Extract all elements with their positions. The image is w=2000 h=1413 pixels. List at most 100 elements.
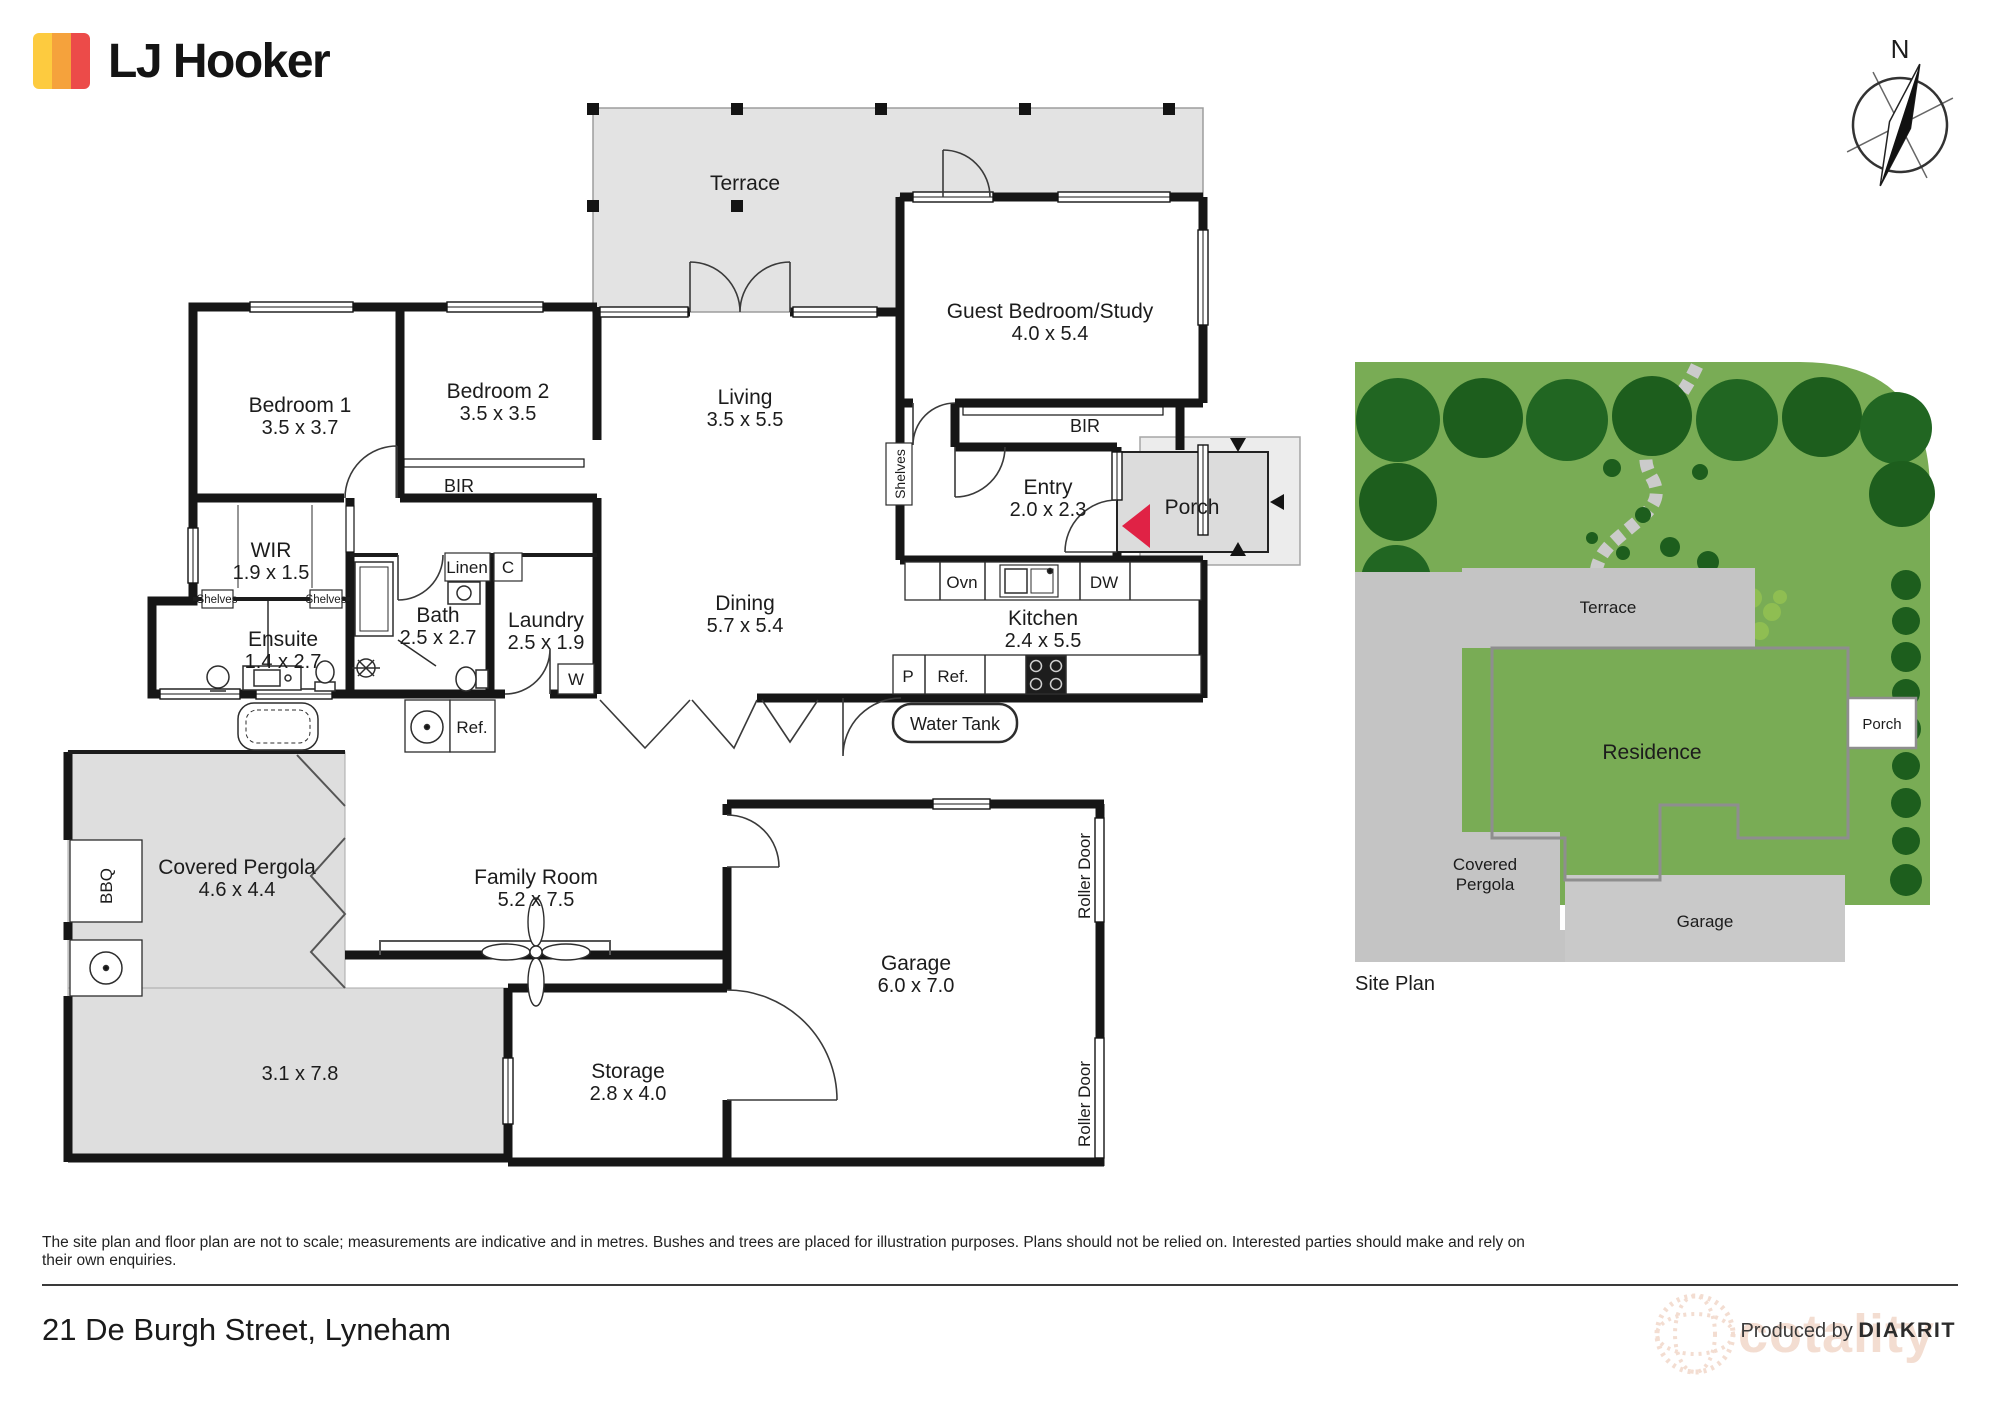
- label-pergola-dims: 4.6 x 4.4: [199, 879, 276, 901]
- label-guest: Guest Bedroom/Study: [947, 300, 1154, 323]
- water-tank-shape: [891, 702, 1019, 744]
- label-ensuite-dims: 1.4 x 2.7: [245, 651, 322, 673]
- shelves-box-right: [309, 589, 343, 609]
- label-entry: Entry: [1023, 476, 1073, 499]
- label-dishwasher: DW: [1090, 573, 1118, 592]
- shower-icon: [354, 561, 394, 637]
- label-storage: Storage: [591, 1060, 665, 1083]
- wir-slider: [345, 505, 355, 553]
- property-address: 21 De Burgh Street, Lyneham: [42, 1312, 451, 1347]
- label-living-dims: 3.5 x 5.5: [707, 409, 784, 431]
- label-ensuite: Ensuite: [248, 628, 318, 651]
- label-family: Family Room: [474, 866, 598, 889]
- compass-north-label: N: [1891, 34, 1910, 64]
- label-fridge-kitchen: Ref.: [937, 667, 968, 686]
- cotality-watermark-text: cotality: [1738, 1304, 1936, 1364]
- label-dining: Dining: [715, 592, 775, 615]
- label-roller-door-1: Roller Door: [1075, 833, 1094, 919]
- bath-toilet-icon: [455, 666, 489, 692]
- cupboard-box: [493, 552, 523, 582]
- label-washer: W: [568, 670, 584, 689]
- label-porch: Porch: [1165, 496, 1220, 519]
- windows: [159, 191, 1209, 1159]
- label-entry-dims: 2.0 x 2.3: [1010, 499, 1087, 521]
- ensuite-toilet-icon: [314, 660, 336, 692]
- label-terrace: Terrace: [710, 172, 780, 195]
- site-label-terrace: Terrace: [1580, 598, 1637, 617]
- label-kitchen-dims: 2.4 x 5.5: [1005, 630, 1082, 652]
- site-garage: [1565, 875, 1845, 962]
- outdoor-sink-icon: [69, 939, 143, 997]
- site-pergola: [1410, 832, 1560, 932]
- roller-door-1: [1094, 817, 1105, 923]
- shower-screen: [397, 639, 437, 667]
- label-bath-dims: 2.5 x 2.7: [400, 627, 477, 649]
- porch-deck: [1116, 451, 1269, 553]
- site-terrace: [1462, 568, 1755, 648]
- label-pantry: P: [902, 667, 913, 686]
- site-plan-caption: Site Plan: [1355, 973, 1435, 995]
- label-outdoor-area-dims: 3.1 x 7.8: [262, 1063, 339, 1085]
- cooktop-icon: [1025, 655, 1067, 695]
- site-plan: Terrace Residence Porch Covered Pergola …: [1355, 362, 1935, 995]
- bathtub-icon: [237, 702, 319, 751]
- kitchen-sink-icon: [999, 564, 1059, 598]
- label-bedroom1: Bedroom 1: [249, 394, 352, 417]
- label-wir: WIR: [251, 539, 292, 562]
- label-garage-dims: 6.0 x 7.0: [878, 975, 955, 997]
- label-fridge-nook: Ref.: [456, 718, 487, 737]
- washer-box: [557, 663, 595, 695]
- ceiling-fan-icon: [481, 897, 591, 1007]
- ensuite-sink-icon: [206, 665, 230, 692]
- linen-box: [444, 552, 491, 582]
- compass: N: [1846, 34, 1954, 187]
- label-bedroom2: Bedroom 2: [447, 380, 550, 403]
- site-label-residence: Residence: [1602, 741, 1701, 764]
- bir2-slider: [403, 458, 585, 468]
- label-wir-dims: 1.9 x 1.5: [233, 562, 310, 584]
- cotality-globe-icon: [1654, 1293, 1736, 1375]
- porch-arrows: [1230, 438, 1284, 556]
- bbq-box: [69, 839, 143, 923]
- label-laundry: Laundry: [508, 609, 584, 632]
- site-label-porch: Porch: [1862, 716, 1901, 733]
- lj-hooker-logo-icon: [33, 33, 90, 89]
- floorplan-labels: Terrace Bedroom 1 3.5 x 3.7 Bedroom 2 3.…: [97, 172, 1219, 1147]
- compass-rose-icon: [1846, 63, 1954, 187]
- label-bedroom2-dims: 3.5 x 3.5: [460, 403, 537, 425]
- fridge-nook: [404, 699, 496, 753]
- label-bedroom1-dims: 3.5 x 3.7: [262, 417, 339, 439]
- label-storage-dims: 2.8 x 4.0: [590, 1083, 667, 1105]
- label-roller-door-2: Roller Door: [1075, 1061, 1094, 1147]
- site-label-pergola-1: Covered: [1453, 855, 1517, 874]
- outdoor-area-3178: [67, 987, 509, 1161]
- label-bir-bed2: BIR: [444, 476, 474, 496]
- disclaimer-text: The site plan and floor plan are not to …: [42, 1234, 1525, 1269]
- label-kitchen: Kitchen: [1008, 607, 1078, 630]
- label-bbq: BBQ: [97, 868, 116, 904]
- label-pergola: Covered Pergola: [158, 856, 316, 879]
- pergola-open-edge: [309, 837, 347, 989]
- footer-divider: [42, 1284, 1958, 1286]
- lj-hooker-logo: LJ Hooker: [33, 33, 331, 89]
- label-shelves-left: Shelves: [197, 594, 238, 606]
- producer-name: DIAKRIT: [1858, 1318, 1956, 1342]
- family-room-step: [379, 940, 611, 955]
- site-porch: [1846, 696, 1918, 750]
- label-cupboard: C: [502, 558, 514, 577]
- brand-name: LJ Hooker: [108, 34, 331, 88]
- label-bath: Bath: [416, 604, 459, 627]
- ensuite-vanity: [242, 665, 302, 691]
- floor-plan: Terrace Bedroom 1 3.5 x 3.7 Bedroom 2 3.…: [63, 103, 1301, 1167]
- produced-by: Produced by DIAKRIT: [1740, 1318, 1956, 1343]
- site-driveway: [1355, 572, 1565, 962]
- label-guest-dims: 4.0 x 5.4: [1012, 323, 1089, 345]
- label-shelves-living: Shelves: [892, 449, 908, 499]
- label-family-dims: 5.2 x 7.5: [498, 889, 575, 911]
- produced-by-label: Produced by: [1740, 1320, 1853, 1342]
- roller-door-2: [1094, 1037, 1105, 1159]
- label-laundry-dims: 2.5 x 1.9: [508, 632, 585, 654]
- label-garage: Garage: [881, 952, 951, 975]
